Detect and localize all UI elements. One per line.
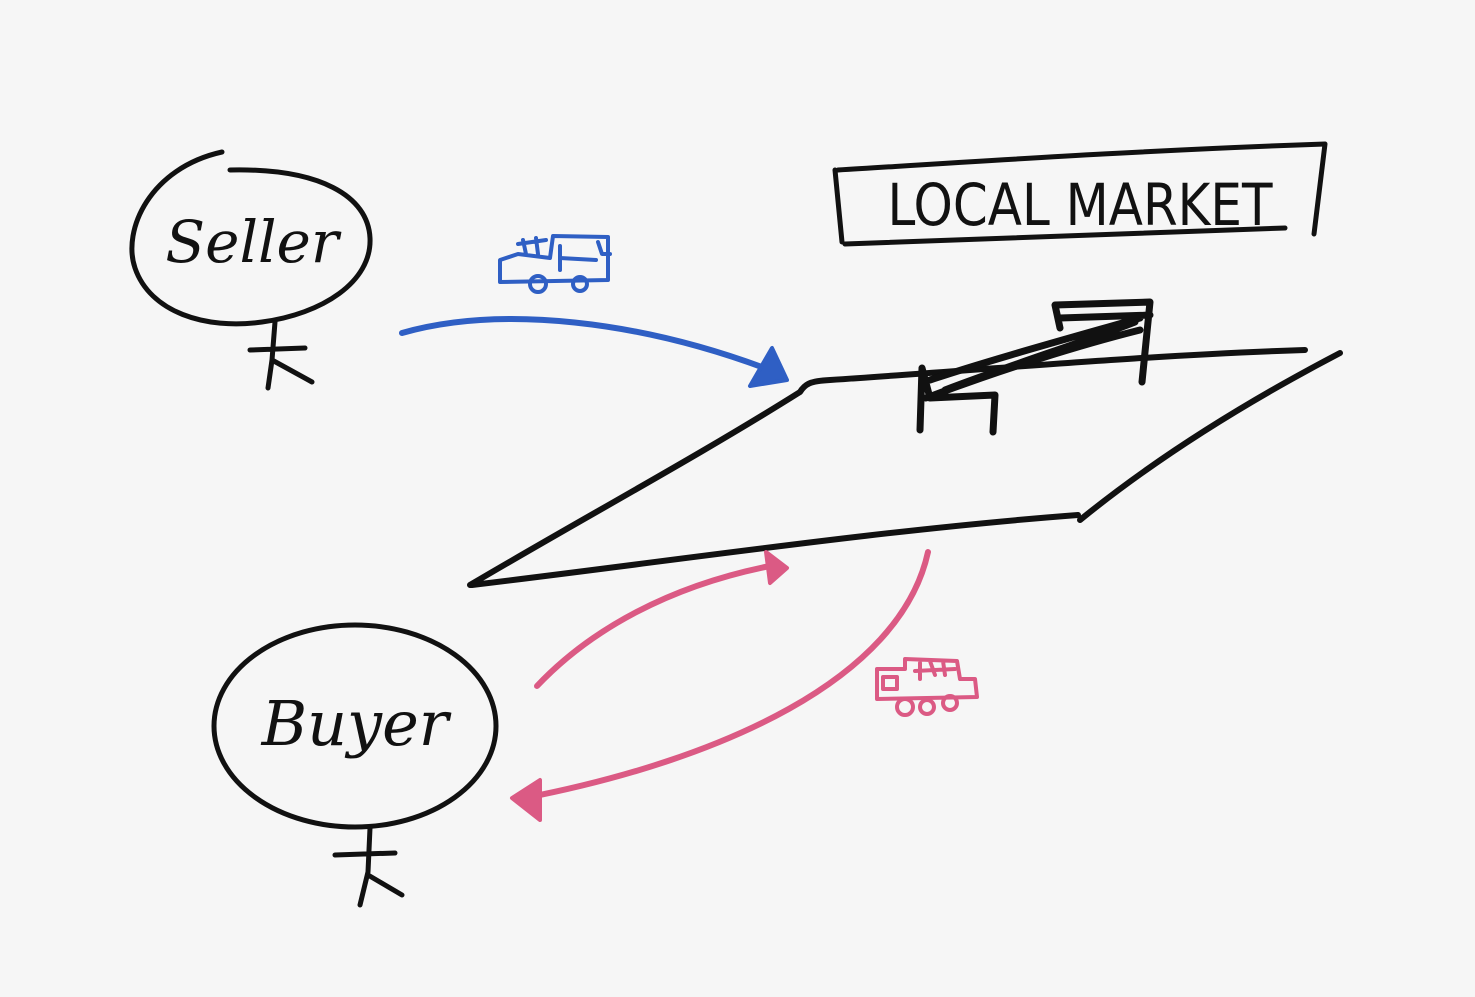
seller-truck-wheel-front xyxy=(528,274,548,294)
market-to-buyer-flow xyxy=(510,549,931,822)
seller-truck-body xyxy=(498,234,612,284)
buyer-truck-wheel-middle xyxy=(918,698,936,716)
seller-to-market-flow xyxy=(399,316,789,388)
seller-body xyxy=(247,319,315,391)
seller-truck-wheel-rear xyxy=(571,275,589,293)
market-plane xyxy=(467,347,1343,588)
buyer-truck-wheel-front xyxy=(895,697,915,717)
market-to-buyer-arrowhead xyxy=(510,778,542,822)
buyer-head-circle xyxy=(211,622,499,830)
bed-frame xyxy=(916,298,1154,436)
buyer-to-market-arrowhead xyxy=(764,550,789,585)
buyer-to-market-flow xyxy=(534,550,789,689)
buyer-truck-body xyxy=(875,657,979,701)
truck-icon xyxy=(875,657,979,717)
buyer-label: Buyer xyxy=(261,687,452,760)
seller-head-circle xyxy=(129,149,373,327)
seller-to-market-arrowhead xyxy=(748,346,789,388)
seller-figure: Seller xyxy=(129,149,373,391)
truck-icon xyxy=(498,234,612,294)
buyer-figure: Buyer xyxy=(211,622,499,908)
market-sign: LOCAL MARKET xyxy=(832,141,1328,247)
buyer-body xyxy=(332,825,405,908)
seller-to-market-arrow xyxy=(399,316,778,375)
market-plane-outline xyxy=(467,347,1343,588)
buyer-truck-wheel-rear xyxy=(941,694,959,712)
market-sign-label: LOCAL MARKET xyxy=(888,171,1273,239)
seller-label: Seller xyxy=(165,208,341,276)
market-sign-box xyxy=(832,141,1328,247)
buyer-to-market-arrow xyxy=(534,562,778,689)
market-to-buyer-arrow xyxy=(522,549,931,801)
bed-icon xyxy=(916,298,1154,436)
